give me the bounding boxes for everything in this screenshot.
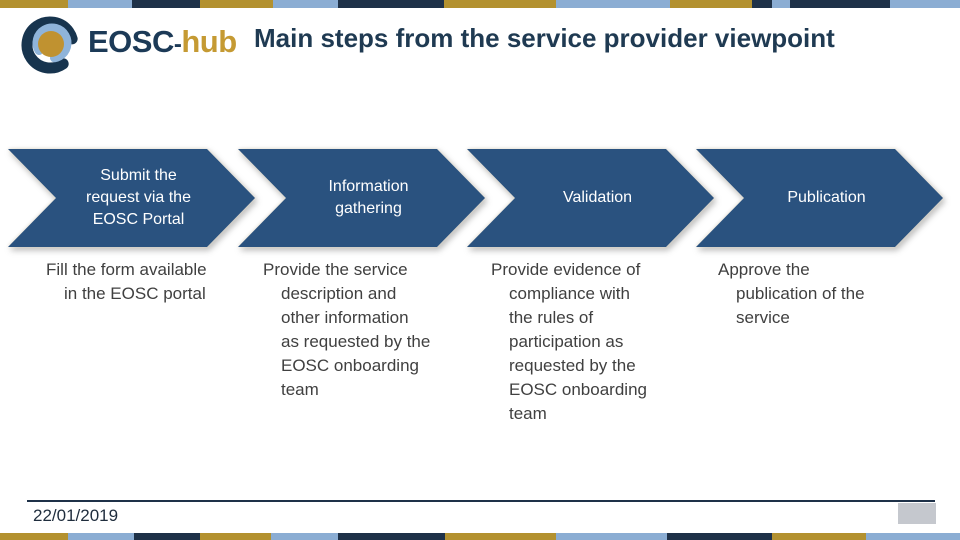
bar-segment-blue (866, 533, 960, 540)
bar-segment-blue (271, 533, 338, 540)
eosc-hub-logo-icon (21, 16, 79, 73)
step-label: Submit the request via the EOSC Portal (86, 167, 191, 228)
bar-segment-navy (752, 0, 772, 8)
bottom-decorative-bar (0, 533, 960, 540)
bar-segment-blue (68, 0, 132, 8)
slide-title: Main steps from the service provider vie… (254, 23, 835, 53)
step-chevron-publication: Publication (696, 149, 943, 247)
bar-segment-gold (0, 0, 68, 8)
bar-segment-navy (132, 0, 200, 8)
bar-segment-blue (890, 0, 960, 8)
footer-divider-line (27, 500, 935, 502)
step-description-submit-request: Fill the form available in the EOSC port… (46, 260, 207, 303)
step-label: Validation (562, 189, 633, 206)
bar-segment-navy (790, 0, 890, 8)
bar-segment-blue (556, 0, 670, 8)
bar-segment-gold (0, 533, 68, 540)
top-decorative-bar (0, 0, 960, 8)
bar-segment-gold (670, 0, 752, 8)
step-chevron-validation: Validation (467, 149, 714, 247)
step-label: Publication (787, 189, 866, 206)
chevron-arrow-shape: Submit the request via the EOSC Portal (8, 149, 255, 247)
bar-segment-navy (338, 0, 444, 8)
chevron-arrow-shape: Publication (696, 149, 943, 247)
step-description-publication: Approve the publication of the service (718, 260, 865, 327)
bar-segment-blue (772, 0, 790, 8)
bar-segment-gold (445, 533, 556, 540)
bar-segment-blue (556, 533, 667, 540)
step-chevron-submit-request: Submit the request via the EOSC Portal (8, 149, 255, 247)
slide-number-placeholder (898, 503, 936, 524)
chevron-arrow-shape: Information gathering (238, 149, 485, 247)
bar-segment-gold (444, 0, 556, 8)
logo-wordmark: EOSC-hub (88, 12, 237, 75)
step-description-information-gathering: Provide the service description and othe… (263, 260, 431, 399)
bar-segment-gold (772, 533, 866, 540)
logo-text-eosc: EOSC (88, 24, 174, 59)
step-label: Information gathering (328, 178, 409, 217)
bar-segment-navy (667, 533, 772, 540)
bar-segment-blue (68, 533, 134, 540)
bar-segment-gold (200, 0, 273, 8)
logo-text-hub: hub (181, 24, 237, 59)
bar-segment-blue (273, 0, 338, 8)
slide-date: 22/01/2019 (33, 506, 119, 525)
step-description-validation: Provide evidence of compliance with the … (491, 260, 647, 423)
chevron-arrow-shape: Validation (467, 149, 714, 247)
bar-segment-navy (134, 533, 200, 540)
logo-text-hyphen: - (173, 31, 182, 58)
bar-segment-gold (200, 533, 271, 540)
step-chevron-information-gathering: Information gathering (238, 149, 485, 247)
eosc-hub-logo: EOSC-hub (20, 12, 237, 75)
bar-segment-navy (338, 533, 445, 540)
